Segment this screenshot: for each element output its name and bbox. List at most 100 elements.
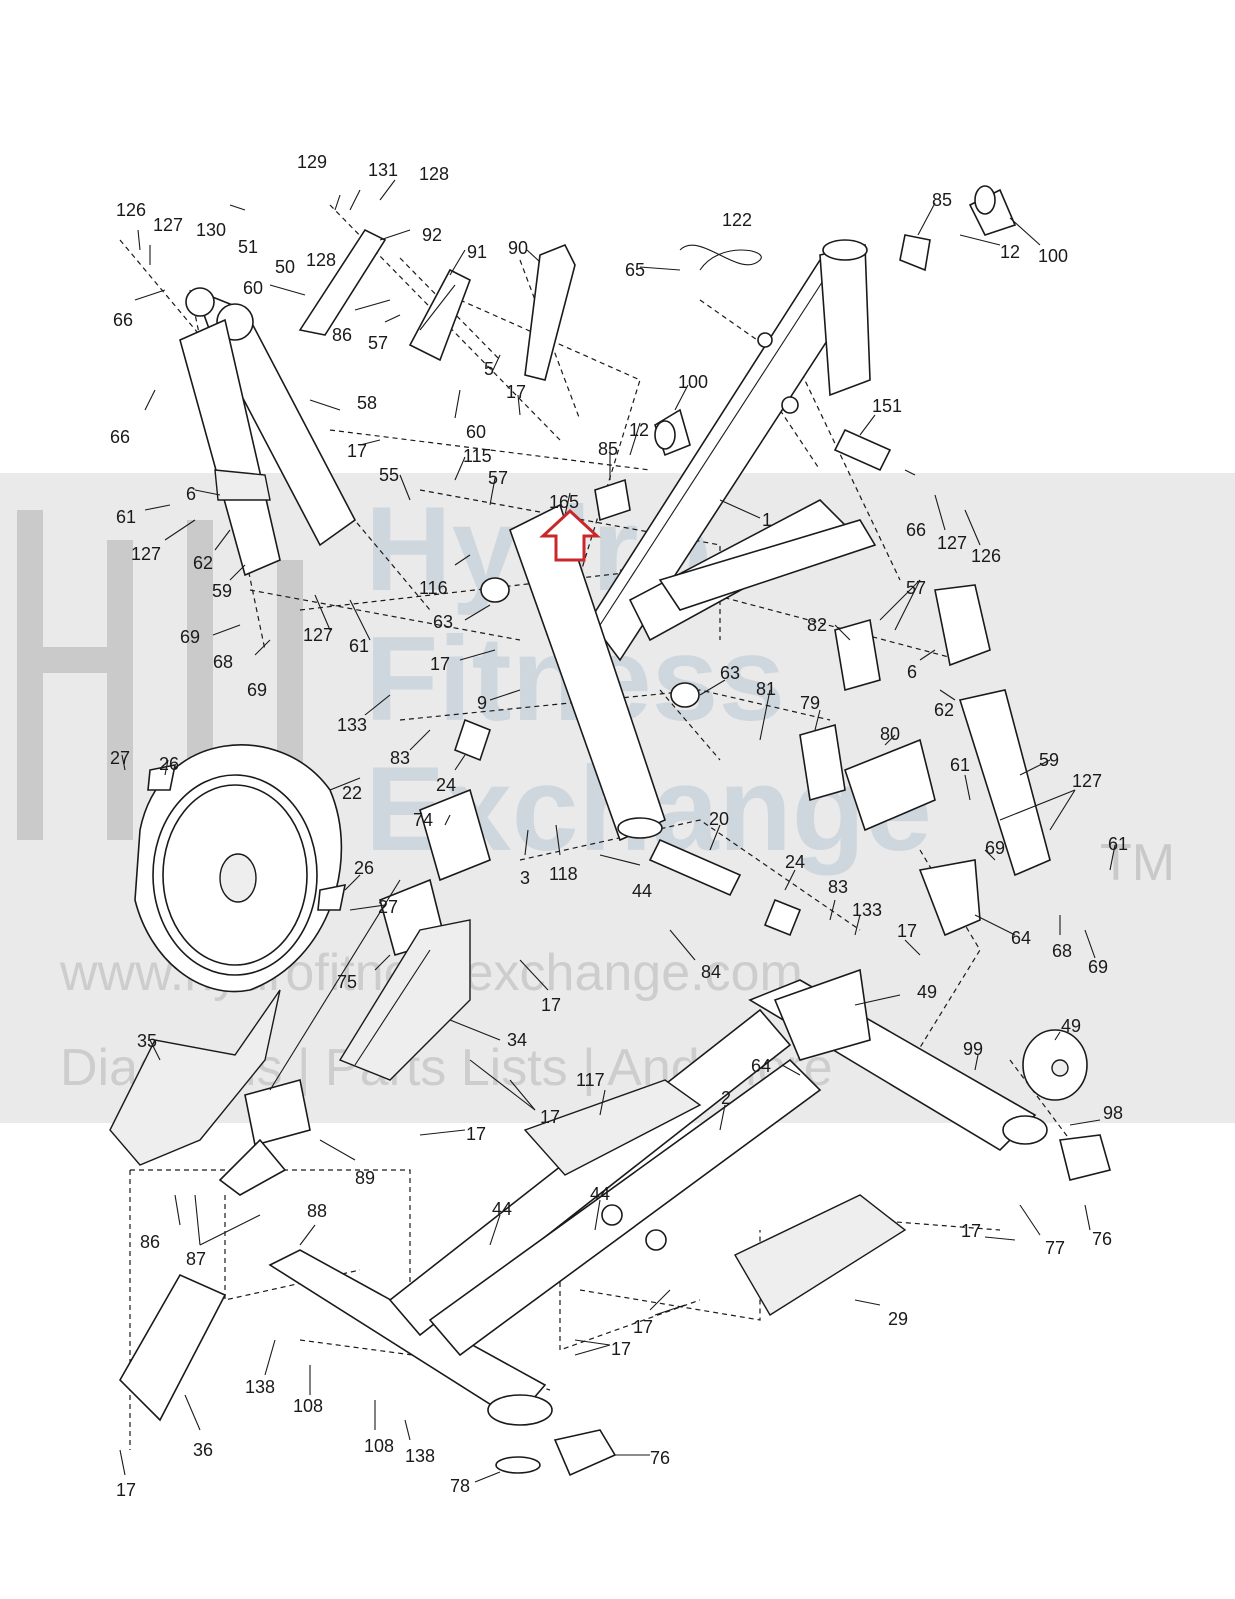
- callout-label: 12: [1000, 242, 1020, 262]
- cover-34: [338, 919, 471, 1081]
- callout-label: 36: [193, 1440, 213, 1460]
- callout-label: 108: [293, 1396, 323, 1416]
- callout-label: 76: [650, 1448, 670, 1468]
- callout-label: 12: [629, 420, 649, 440]
- callout-label: 17: [466, 1124, 486, 1144]
- callout-label: 92: [422, 225, 442, 245]
- callout-label: 90: [508, 238, 528, 258]
- bracket-85-top: [899, 234, 931, 272]
- callout-label: 126: [971, 546, 1001, 566]
- callout-label: 69: [247, 680, 267, 700]
- callout-label: 60: [466, 422, 486, 442]
- callout-label: 49: [917, 982, 937, 1002]
- bracket-85-mid: [594, 478, 631, 522]
- callout-label: 3: [520, 868, 530, 888]
- callout-label: 63: [720, 663, 740, 683]
- bearing-63-left: [480, 577, 510, 603]
- cover-117: [523, 1079, 702, 1176]
- base-frame: [268, 979, 1048, 1426]
- callout-label: 65: [625, 260, 645, 280]
- bracket-82: [834, 618, 881, 692]
- idler-bottom: [317, 883, 347, 911]
- callout-label: 63: [433, 612, 453, 632]
- cable: [679, 244, 762, 271]
- callout-label: 68: [213, 652, 233, 672]
- knob-100-mid: [654, 408, 691, 457]
- callout-label: 128: [306, 250, 336, 270]
- ramp-36: [119, 1273, 227, 1422]
- callout-label: 84: [701, 962, 721, 982]
- callout-label: 127: [153, 215, 183, 235]
- callout-label: 127: [1072, 771, 1102, 791]
- callout-label: 57: [368, 333, 388, 353]
- leveler-78: [495, 1456, 541, 1474]
- callout-label: 59: [1039, 750, 1059, 770]
- callout-label: 57: [906, 578, 926, 598]
- callout-label: 58: [357, 393, 377, 413]
- cover-74: [419, 788, 491, 882]
- endcap-76-bottom: [553, 1429, 617, 1477]
- callout-label: 24: [436, 775, 456, 795]
- callout-label: 118: [549, 864, 578, 884]
- callout-label: 17: [116, 1480, 136, 1500]
- callout-label: 165: [549, 492, 579, 512]
- watermark-trademark: TM: [1100, 834, 1175, 892]
- spacer-24-left: [454, 718, 491, 762]
- callout-label: 60: [243, 278, 263, 298]
- callout-label: 117: [576, 1070, 605, 1090]
- callout-label: 50: [275, 257, 295, 277]
- callout-label: 66: [113, 310, 133, 330]
- callout-label: 116: [419, 578, 448, 598]
- callout-label: 131: [368, 160, 398, 180]
- callout-label: 27: [378, 897, 398, 917]
- callout-label: 20: [709, 809, 729, 829]
- callout-label: 26: [159, 754, 179, 774]
- cover-80: [844, 738, 936, 832]
- parts: [109, 185, 1111, 1477]
- callout-label: 79: [800, 693, 820, 713]
- endcap-76-right: [1059, 1134, 1111, 1181]
- callout-label: 59: [212, 581, 232, 601]
- callout-label: 82: [807, 615, 827, 635]
- callout-label: 61: [1108, 834, 1128, 854]
- callout-label: 69: [985, 838, 1005, 858]
- callout-label: 74: [413, 810, 433, 830]
- up-arrow-icon: [539, 508, 601, 562]
- callout-label: 99: [963, 1039, 983, 1059]
- outer-tube: [509, 503, 666, 842]
- callout-label: 27: [110, 748, 130, 768]
- knob-100-top: [968, 185, 1017, 236]
- callout-label: 128: [419, 164, 449, 184]
- callout-label: 129: [297, 152, 327, 172]
- callout-label: 34: [507, 1030, 527, 1050]
- callout-label: 62: [934, 700, 954, 720]
- callout-label: 69: [1088, 957, 1108, 977]
- callout-label: 75: [337, 972, 357, 992]
- callout-label: 35: [137, 1031, 157, 1051]
- callout-label: 127: [937, 533, 967, 553]
- callout-label: 100: [678, 372, 708, 392]
- callout-label: 17: [961, 1221, 981, 1241]
- callout-label: 9: [477, 693, 487, 713]
- callout-label: 126: [116, 200, 146, 220]
- callout-label: 85: [932, 190, 952, 210]
- spacer-24-right: [763, 898, 802, 937]
- callout-label: 6: [907, 662, 917, 682]
- callout-label: 17: [347, 441, 367, 461]
- callout-label: 83: [828, 877, 848, 897]
- callout-label: 85: [598, 439, 618, 459]
- callout-label: 88: [307, 1201, 327, 1221]
- callout-label: 17: [633, 1317, 653, 1337]
- callout-label: 24: [785, 852, 805, 872]
- crank-arm: [179, 287, 357, 577]
- callout-label: 66: [906, 520, 926, 540]
- cover-29: [734, 1194, 907, 1316]
- callout-label: 81: [756, 679, 776, 699]
- callout-label: 17: [506, 382, 526, 402]
- callout-label: 26: [354, 858, 374, 878]
- callout-label: 55: [379, 465, 399, 485]
- callout-label: 87: [186, 1249, 206, 1269]
- callout-label: 44: [590, 1184, 610, 1204]
- callout-label: 133: [852, 900, 882, 920]
